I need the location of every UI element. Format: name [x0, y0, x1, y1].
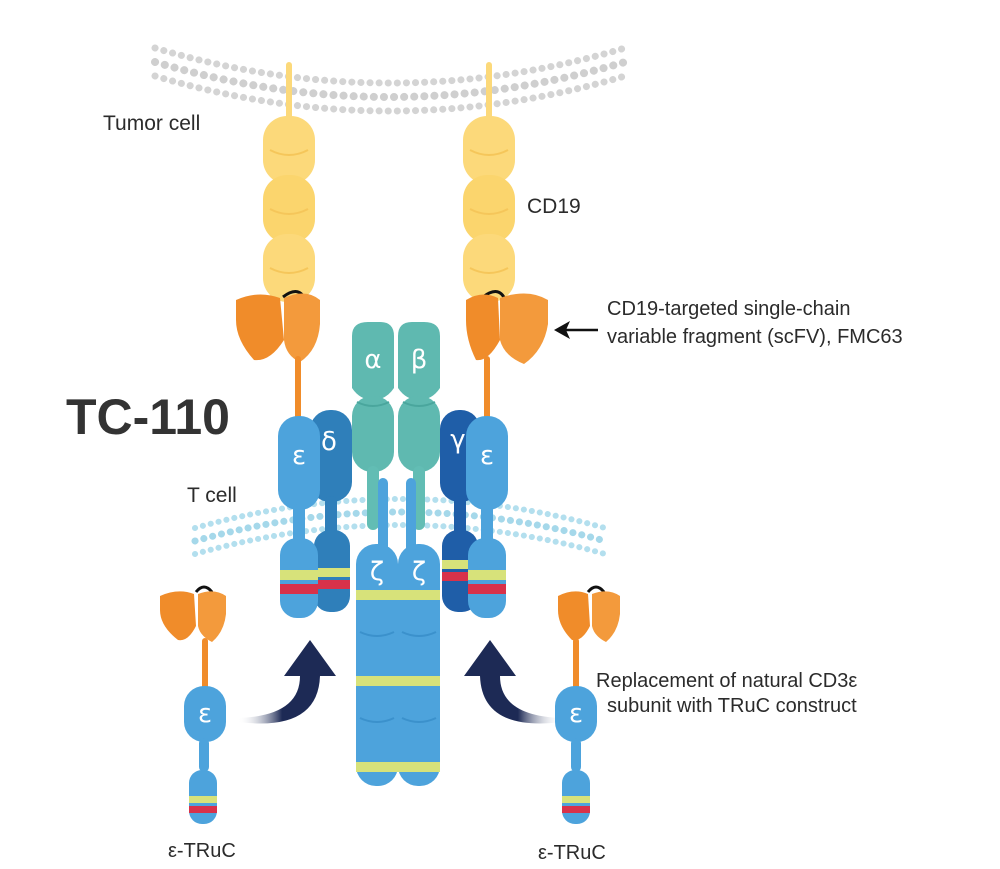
scfv-label-line1: CD19-targeted single-chain [607, 298, 851, 320]
cd3-epsilon-left [278, 416, 320, 618]
scfv-right [466, 290, 548, 420]
alpha-label: α [364, 345, 381, 375]
replacement-arrow-left [238, 640, 336, 724]
beta-label: β [411, 345, 428, 375]
t-cell-membrane [191, 496, 609, 557]
scfv-pointer-arrow [554, 321, 598, 339]
cd3-zeta-right [398, 478, 440, 786]
tumor-cell-label: Tumor cell [103, 112, 201, 135]
cd19-right [463, 62, 515, 302]
tcr-alpha [352, 322, 394, 530]
scfv-label-line2: variable fragment (scFV), FMC63 [607, 326, 903, 348]
epsilon-truc-left [160, 585, 226, 824]
epsilon-truc-right-label: ε [569, 699, 583, 729]
epsilon-left-label: ε [292, 441, 306, 471]
scfv-left [236, 290, 320, 420]
epsilon-truc-right [555, 585, 620, 824]
replacement-arrow-right [464, 640, 562, 724]
tumor-cell-membrane [151, 44, 629, 115]
gamma-label: γ [450, 425, 465, 455]
epsilon-right-label: ε [480, 441, 494, 471]
zeta-left-label: ζ [370, 557, 384, 587]
cd3-zeta-left [356, 478, 398, 786]
delta-label: δ [321, 427, 337, 457]
page-title: TC-110 [66, 389, 230, 445]
replacement-label-line2: subunit with TRuC construct [607, 695, 857, 717]
t-cell-label: T cell [187, 484, 237, 507]
zeta-right-label: ζ [412, 557, 426, 587]
truc-right-label: ε-TRuC [538, 842, 606, 864]
cd3-delta [310, 410, 352, 612]
truc-left-label: ε-TRuC [168, 840, 236, 862]
cd3-epsilon-right [466, 416, 508, 618]
epsilon-truc-left-label: ε [198, 699, 212, 729]
replacement-label-line1: Replacement of natural CD3ε [596, 670, 858, 692]
cd19-label: CD19 [527, 195, 581, 218]
cd19-left [263, 62, 315, 302]
